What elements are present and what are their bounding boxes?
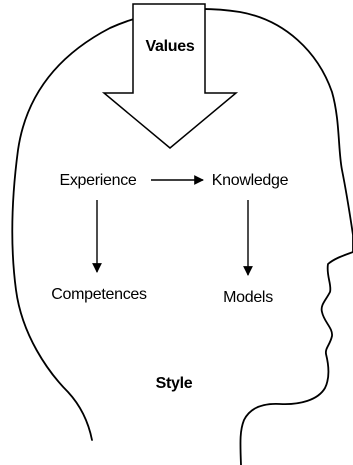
style-label: Style xyxy=(156,375,193,392)
models-label: Models xyxy=(223,289,273,306)
competences-label: Competences xyxy=(51,286,147,303)
values-label: Values xyxy=(146,38,195,55)
knowledge-label: Knowledge xyxy=(212,172,289,189)
head-outline xyxy=(11,8,353,465)
experience-label: Experience xyxy=(59,172,136,189)
values-arrow-shape xyxy=(101,3,239,149)
